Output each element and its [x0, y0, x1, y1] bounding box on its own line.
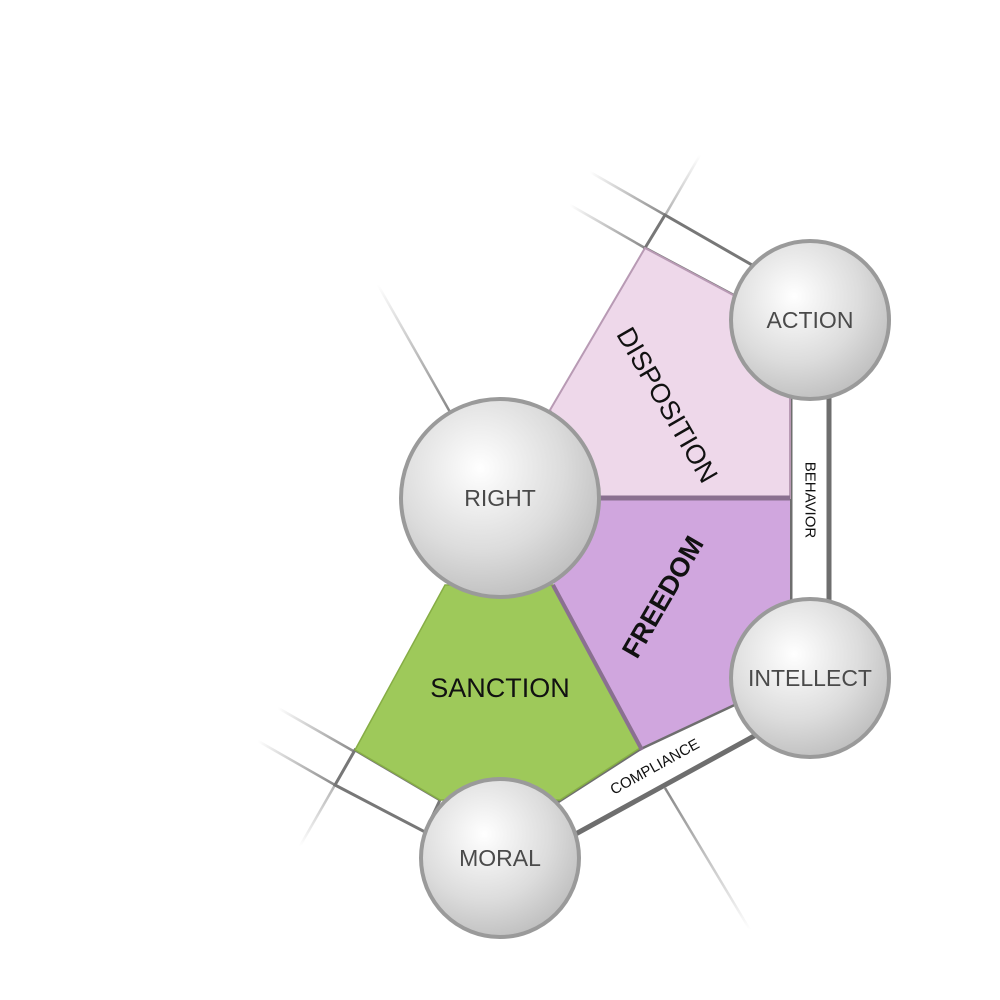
line-upper-left [376, 284, 452, 413]
line-top-1 [589, 170, 666, 217]
node-moral[interactable]: MORAL [419, 777, 581, 939]
sanction-label: SANCTION [430, 673, 570, 703]
intellect-label: INTELLECT [748, 665, 872, 691]
action-circle[interactable] [729, 239, 891, 401]
line-br [663, 787, 752, 931]
node-intellect[interactable]: INTELLECT [729, 597, 891, 759]
line-bl-2 [257, 739, 336, 787]
intellect-circle[interactable] [729, 597, 891, 759]
moral-circle[interactable] [419, 777, 581, 939]
right-label: RIGHT [464, 485, 536, 511]
node-action[interactable]: ACTION [729, 239, 891, 401]
action-label: ACTION [767, 307, 854, 333]
node-right[interactable]: RIGHT [399, 397, 601, 599]
divider-freedom-sanction [551, 584, 644, 751]
behavior-label: BEHAVIOR [802, 462, 819, 539]
moral-label: MORAL [459, 845, 541, 871]
line-top-2 [569, 203, 646, 250]
right-circle[interactable] [399, 397, 601, 599]
line-bl-1 [277, 706, 356, 754]
